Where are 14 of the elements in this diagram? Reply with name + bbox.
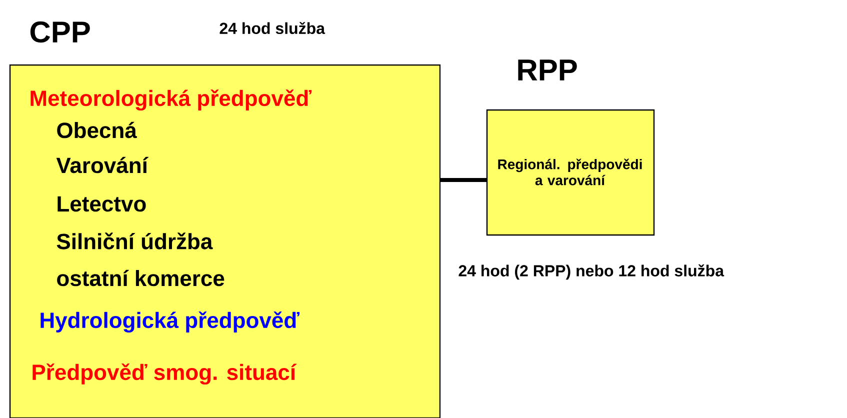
list-item: Obecná — [57, 122, 137, 138]
box-heading: RPP — [518, 60, 577, 80]
list-item: Varování — [56, 156, 148, 174]
connector-line — [440, 178, 487, 182]
list-item: Meteorologická předpověď — [30, 89, 312, 111]
box-heading: CPP — [30, 21, 90, 43]
list-item: ostatní komerce — [57, 270, 224, 286]
list-item: Předpověď smog. situací — [32, 363, 297, 385]
box-text: Regionál. předpovědi a varování — [498, 158, 642, 186]
list-item: Hydrologická předpověď — [40, 311, 300, 333]
list-item: Silniční údržba — [56, 232, 213, 250]
service-note: 24 hod (2 RPP) nebo 12 hod služba — [458, 264, 724, 280]
list-item: Letectvo — [58, 196, 146, 212]
service-note: 24 hod služba — [220, 22, 326, 34]
